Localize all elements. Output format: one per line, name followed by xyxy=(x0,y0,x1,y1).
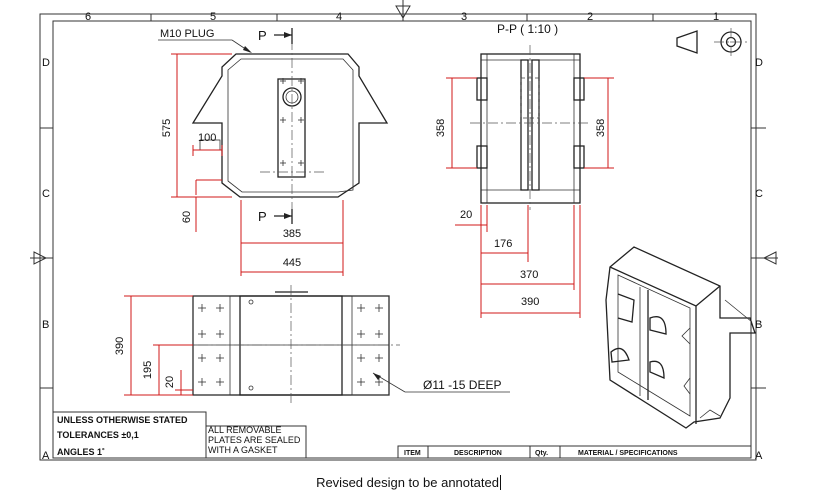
zone-row-c-right: C xyxy=(755,188,763,200)
tolerance-note: UNLESS OTHERWISE STATED TOLERANCES ±0,1 … xyxy=(52,411,207,459)
dim-370: 370 xyxy=(520,269,538,281)
section-view: P-P ( 1:10 ) xyxy=(470,22,590,210)
zone-row-d-left: D xyxy=(42,57,50,69)
dim-390: 390 xyxy=(521,296,539,308)
dim-20: 20 xyxy=(460,209,472,221)
gasket-line-3: WITH A GASKET xyxy=(208,445,278,455)
caption-line[interactable]: Revised design to be annotated xyxy=(0,474,817,492)
zone-row-a-right: A xyxy=(755,450,763,462)
dim-385: 385 xyxy=(283,228,301,240)
text-caret xyxy=(499,475,501,490)
bom-header-description: DESCRIPTION xyxy=(454,450,502,457)
gasket-note: ALL REMOVABLE PLATES ARE SEALED WITH A G… xyxy=(205,425,307,459)
isometric-view xyxy=(605,246,756,429)
section-marker-label-bottom: P xyxy=(258,209,267,224)
caption-text: Revised design to be annotated xyxy=(316,475,499,490)
zone-col-1: 1 xyxy=(713,11,719,23)
zone-col-3: 3 xyxy=(461,11,467,23)
projection-symbol-icon xyxy=(676,28,748,56)
plug-callout: M10 PLUG xyxy=(158,28,252,53)
dim-bottom-390: 390 xyxy=(114,337,126,355)
dim-575: 575 xyxy=(161,119,173,137)
dim-bottom-195: 195 xyxy=(142,361,154,379)
front-view xyxy=(191,40,389,218)
section-marker-bottom: P xyxy=(258,209,293,224)
zone-row-d-right: D xyxy=(755,57,763,69)
bottom-view xyxy=(180,285,400,405)
hole-callout: Ø11 -15 DEEP xyxy=(372,372,510,393)
dim-bottom-20: 20 xyxy=(164,376,176,388)
zone-col-5: 5 xyxy=(210,11,216,23)
zone-col-4: 4 xyxy=(336,11,342,23)
bom-header-row: ITEM DESCRIPTION Qty. MATERIAL / SPECIFI… xyxy=(397,445,752,459)
dim-358-right: 358 xyxy=(595,119,607,137)
zone-labels: 6 5 4 3 2 1 D C B A D C B A xyxy=(42,11,763,462)
zone-row-b-right: B xyxy=(755,319,762,331)
dim-60: 60 xyxy=(181,211,193,223)
bom-header-material: MATERIAL / SPECIFICATIONS xyxy=(578,450,678,457)
section-marker-top: P xyxy=(258,28,293,44)
zone-col-6: 6 xyxy=(85,11,91,23)
dim-358-left: 358 xyxy=(435,119,447,137)
zone-row-c-left: C xyxy=(42,188,50,200)
zone-row-a-left: A xyxy=(42,450,50,462)
tolerance-line-2: TOLERANCES ±0,1 xyxy=(57,430,139,440)
zone-col-2: 2 xyxy=(587,11,593,23)
bom-header-item: ITEM xyxy=(404,450,421,457)
hole-callout-text: Ø11 -15 DEEP xyxy=(423,378,501,392)
tolerance-line-1: UNLESS OTHERWISE STATED xyxy=(57,415,188,425)
tolerance-line-3: ANGLES 1˚ xyxy=(57,447,105,457)
gasket-line-2: PLATES ARE SEALED xyxy=(208,435,301,445)
bottom-dimensions: 390 195 20 xyxy=(114,295,193,396)
zone-row-b-left: B xyxy=(42,319,49,331)
front-dimensions: 575 100 60 385 445 xyxy=(161,53,344,276)
plug-callout-text: M10 PLUG xyxy=(160,28,214,40)
dim-100: 100 xyxy=(198,132,216,144)
section-marker-label-top: P xyxy=(258,28,267,43)
gasket-line-1: ALL REMOVABLE xyxy=(208,425,282,435)
dim-176: 176 xyxy=(494,238,512,250)
bom-header-qty: Qty. xyxy=(535,450,548,457)
section-dimensions: 358 358 20 176 370 390 xyxy=(435,77,614,318)
dim-445: 445 xyxy=(283,257,301,269)
section-title: P-P ( 1:10 ) xyxy=(497,22,558,36)
